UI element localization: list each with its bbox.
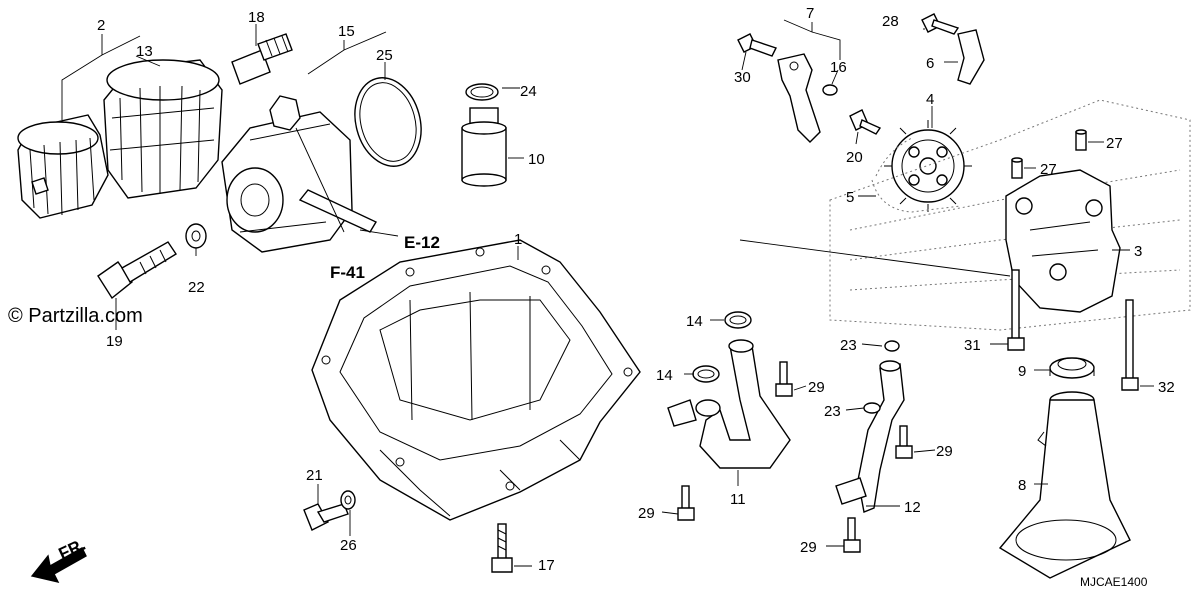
washer-23-top[interactable] (884, 340, 900, 352)
bolt-31[interactable] (1007, 269, 1025, 351)
callout-17[interactable]: 17 (538, 557, 555, 574)
oil-pipe[interactable] (667, 339, 791, 469)
drain-bolt[interactable] (97, 241, 177, 300)
callout-18[interactable]: 18 (248, 9, 265, 26)
pan-bolt-17[interactable] (491, 523, 513, 573)
callout-31[interactable]: 31 (964, 337, 981, 354)
oil-cooler[interactable] (221, 95, 377, 253)
callout-14-upper[interactable]: 14 (686, 313, 703, 330)
oil-pipe-12[interactable] (835, 360, 905, 513)
callout-7[interactable]: 7 (806, 5, 814, 22)
callout-26[interactable]: 26 (340, 537, 357, 554)
callout-16[interactable]: 16 (830, 59, 847, 76)
engine-outline-dotted (829, 99, 1191, 331)
washer-26[interactable] (340, 490, 356, 510)
callout-12[interactable]: 12 (904, 499, 921, 516)
callout-5[interactable]: 5 (846, 189, 854, 206)
callout-13[interactable]: 13 (136, 43, 153, 60)
callout-8[interactable]: 8 (1018, 477, 1026, 494)
bolt-30[interactable] (737, 33, 777, 57)
bolt-20[interactable] (849, 109, 882, 135)
oil-strainer[interactable] (998, 391, 1131, 579)
callout-29-pipe12-upper[interactable]: 29 (936, 443, 953, 460)
callout-6[interactable]: 6 (926, 55, 934, 72)
callout-32[interactable]: 32 (1158, 379, 1175, 396)
callout-2[interactable]: 2 (97, 17, 105, 34)
front-direction-arrow (30, 547, 87, 584)
bolt-32[interactable] (1121, 299, 1139, 391)
callout-3[interactable]: 3 (1134, 243, 1142, 260)
callout-15[interactable]: 15 (338, 23, 355, 40)
callout-24[interactable]: 24 (520, 83, 537, 100)
washer-22[interactable] (185, 223, 207, 249)
reference-f41[interactable]: F-41 (330, 263, 365, 282)
drain-bolt-21[interactable] (303, 503, 349, 531)
dowel-pin-27-upper[interactable] (1075, 129, 1087, 151)
o-ring-24[interactable] (465, 83, 499, 101)
callout-14-lower[interactable]: 14 (656, 367, 673, 384)
seal-9[interactable] (1049, 357, 1095, 379)
bolt-29-pipe12-upper[interactable] (895, 425, 913, 459)
callout-19[interactable]: 19 (106, 333, 123, 350)
oil-pump-chain[interactable] (871, 137, 961, 213)
washer-16[interactable] (822, 84, 838, 96)
bracket-6[interactable] (957, 29, 985, 85)
oil-pump[interactable] (1005, 169, 1121, 313)
callout-22[interactable]: 22 (188, 279, 205, 296)
oil-filter[interactable] (103, 59, 223, 199)
bolt-28[interactable] (921, 13, 960, 35)
callout-21[interactable]: 21 (306, 467, 323, 484)
bolt-29-pipe-left[interactable] (677, 485, 695, 521)
brand-watermark: © Partzilla.com (8, 305, 143, 327)
o-ring-25[interactable] (345, 70, 430, 173)
callout-29-pipe-left[interactable]: 29 (638, 505, 655, 522)
callout-28[interactable]: 28 (882, 13, 899, 30)
callout-25[interactable]: 25 (376, 47, 393, 64)
chain-guide[interactable] (777, 53, 821, 143)
oil-pump-sprocket[interactable] (884, 120, 972, 212)
dowel-pin-27-lower[interactable] (1011, 157, 1023, 179)
diagram-code: MJCAE1400 (1080, 575, 1148, 589)
o-ring-14-top[interactable] (724, 311, 752, 329)
leader-lines (61, 19, 1154, 567)
callout-23-upper[interactable]: 23 (840, 337, 857, 354)
o-ring-14-bottom[interactable] (692, 365, 720, 383)
callout-29-pipe-right[interactable]: 29 (808, 379, 825, 396)
reference-e12[interactable]: E-12 (404, 233, 440, 252)
callout-27-upper[interactable]: 27 (1106, 135, 1123, 152)
callout-23-lower[interactable]: 23 (824, 403, 841, 420)
callout-30[interactable]: 30 (734, 69, 751, 86)
callout-1[interactable]: 1 (514, 231, 522, 248)
callout-29-pipe12-lower[interactable]: 29 (800, 539, 817, 556)
oil-filter-cap[interactable] (17, 114, 109, 219)
callout-10[interactable]: 10 (528, 151, 545, 168)
union-bolt[interactable] (231, 33, 293, 85)
bolt-29-pipe-right[interactable] (775, 361, 793, 397)
callout-9[interactable]: 9 (1018, 363, 1026, 380)
relief-valve[interactable] (461, 107, 507, 187)
callout-20[interactable]: 20 (846, 149, 863, 166)
callout-4[interactable]: 4 (926, 91, 934, 108)
washer-23-mid[interactable] (863, 402, 881, 414)
bolt-29-pipe12-lower[interactable] (843, 517, 861, 553)
callout-11[interactable]: 11 (730, 491, 746, 508)
oil-pan[interactable] (311, 239, 641, 521)
callout-27-lower[interactable]: 27 (1040, 161, 1057, 178)
